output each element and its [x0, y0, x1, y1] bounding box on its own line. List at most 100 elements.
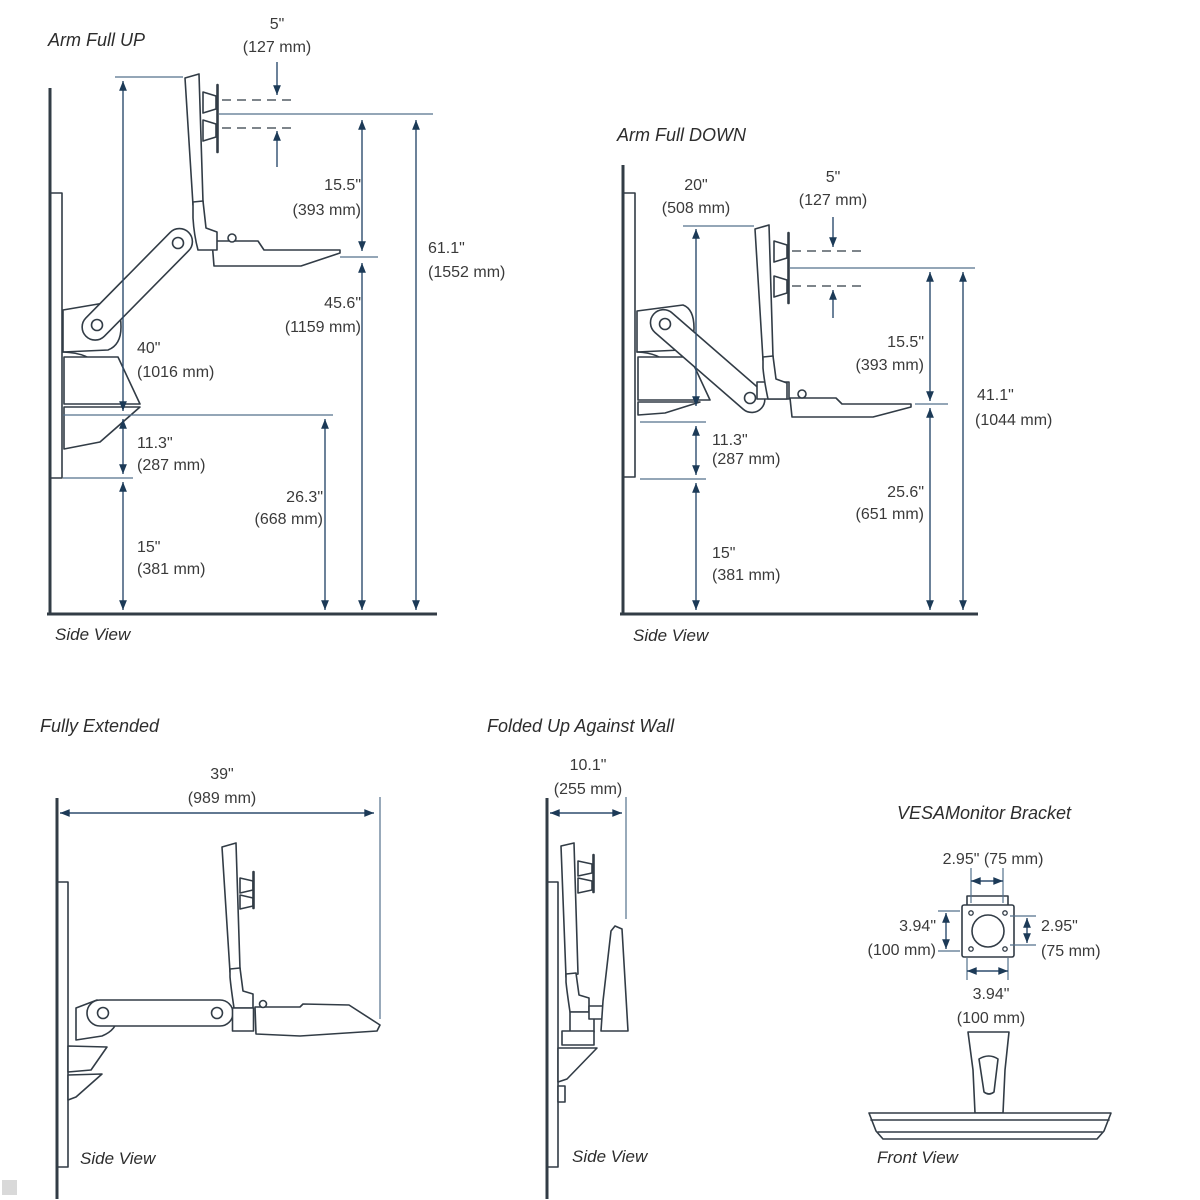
watermark — [2, 1180, 17, 1195]
dim-11-3-inches-label: 11.3" — [712, 432, 748, 449]
vesa-standoff — [239, 894, 254, 910]
dim-10-1-inches-label: 10.1" — [570, 757, 607, 774]
bracket-foot — [557, 1047, 598, 1083]
vesa-standoff — [577, 860, 593, 877]
view-label: Side View — [572, 1147, 649, 1166]
arm-pivot-left — [96, 1006, 110, 1020]
panel-title: VESAMonitor Bracket — [897, 803, 1072, 823]
bracket-body — [637, 356, 711, 401]
riser-elbow — [192, 200, 218, 251]
dim-left-mm-label: (100 mm) — [868, 942, 936, 959]
monitor-riser — [560, 842, 579, 978]
tray-knob — [797, 389, 807, 399]
column-cutout — [978, 1055, 999, 1095]
dim-15-mm-label: (381 mm) — [712, 567, 780, 584]
dim-41-1-mm-label: (1044 mm) — [975, 412, 1052, 429]
dim-right-mm-label: (75 mm) — [1041, 943, 1101, 960]
keyboard-tray — [789, 397, 912, 418]
keyboard-tray — [254, 1003, 381, 1037]
riser-elbow — [565, 972, 590, 1013]
dim-bottom-inches-label: 3.94" — [973, 986, 1010, 1003]
dim-15-inches-label: 15" — [712, 545, 735, 562]
dim-25-6-mm-label: (651 mm) — [856, 506, 924, 523]
arm-pivot-lower — [743, 391, 757, 405]
dim-25-6-inches-label: 25.6" — [887, 484, 924, 501]
vesa-standoff — [202, 119, 217, 142]
bracket-foot — [67, 1073, 103, 1101]
tray-knob — [258, 999, 268, 1009]
wall-track — [56, 881, 69, 1168]
dim-26-3-inches-label: 26.3" — [286, 489, 323, 506]
view-label: Side View — [55, 625, 132, 644]
vesa-hole — [968, 946, 974, 952]
arm-link — [81, 227, 194, 341]
folded-keyboard-tray — [600, 925, 629, 1032]
dim-41-1-inches-label: 41.1" — [977, 387, 1014, 404]
dim-5-inches-label: 5" — [270, 16, 285, 33]
bracket-body — [63, 356, 141, 405]
vesa-standoff — [202, 91, 217, 114]
arm-pivot-upper — [658, 317, 672, 331]
tray-channel — [231, 1007, 255, 1032]
vesa-hole — [968, 910, 974, 916]
monitor-riser — [754, 224, 774, 361]
tray-link — [588, 1005, 604, 1020]
dim-45-6-mm-label: (1159 mm) — [285, 319, 361, 336]
dim-11-3-mm-label: (287 mm) — [712, 451, 780, 468]
panel-title: Arm Full UP — [47, 30, 145, 50]
dim-39-mm-label: (989 mm) — [188, 790, 256, 807]
dim-45-6-inches-label: 45.6" — [324, 295, 361, 312]
dim-right-inches-label: 2.95" — [1041, 918, 1078, 935]
plate-tab — [966, 895, 1009, 906]
bracket-foot — [637, 401, 701, 416]
arm-pivot-lower — [90, 318, 104, 332]
tray-knob — [227, 233, 237, 243]
panel-title: Folded Up Against Wall — [487, 716, 675, 736]
dim-5-mm-label: (127 mm) — [799, 192, 867, 209]
vesa-standoff — [773, 240, 788, 263]
dim-26-3-mm-label: (668 mm) — [255, 511, 323, 528]
vesa-standoff — [773, 275, 788, 298]
bracket-body — [67, 1045, 108, 1073]
dim-bottom-mm-label: (100 mm) — [957, 1010, 1025, 1027]
wall-track — [622, 192, 636, 478]
dim-11-3-inches-label: 11.3" — [137, 435, 173, 452]
arm-full-up-diagram: Arm Full UP — [47, 16, 505, 644]
dim-39-inches-label: 39" — [210, 766, 233, 783]
vesa-standoff — [577, 877, 593, 894]
monitor-riser — [184, 73, 204, 206]
dim-15-mm-label: (381 mm) — [137, 561, 205, 578]
dim-61-1-mm-label: (1552 mm) — [428, 264, 505, 281]
view-label: Side View — [80, 1149, 157, 1168]
riser-elbow — [762, 355, 788, 400]
dim-15-5-inches-label: 15.5" — [324, 177, 361, 194]
arm-full-down-diagram: Arm Full DOWN — [616, 125, 1052, 645]
view-label: Front View — [877, 1148, 960, 1167]
riser-elbow — [229, 967, 254, 1009]
dim-40-mm-label: (1016 mm) — [137, 364, 214, 381]
wall-track — [546, 881, 559, 1168]
dim-20-mm-label: (508 mm) — [662, 200, 730, 217]
dim-20-inches-label: 20" — [684, 177, 707, 194]
dim-61-1-inches-label: 61.1" — [428, 240, 465, 257]
vesa-hole — [1002, 910, 1008, 916]
arm-link-body — [81, 227, 194, 341]
panel-title: Fully Extended — [40, 716, 160, 736]
dim-15-5-mm-label: (393 mm) — [856, 357, 924, 374]
vesa-standoff — [239, 877, 254, 894]
dim-5-inches-label: 5" — [826, 169, 841, 186]
dim-left-inches-label: 3.94" — [899, 918, 936, 935]
center-opening — [971, 914, 1005, 948]
keyboard-tray — [211, 240, 341, 267]
dim-top-label: 2.95" (75 mm) — [943, 851, 1044, 868]
bracket-step — [557, 1085, 566, 1103]
vesa-bracket-diagram: VESAMonitor Bracket 2.95" (75 mm) 3.94" … — [868, 803, 1112, 1167]
wall-track — [49, 192, 63, 479]
arm-pivot-right — [210, 1006, 224, 1020]
dim-40-inches-label: 40" — [137, 340, 160, 357]
dim-15-5-mm-label: (393 mm) — [293, 202, 361, 219]
keyboard-tray-front — [868, 1112, 1112, 1140]
dim-11-3-mm-label: (287 mm) — [137, 457, 205, 474]
